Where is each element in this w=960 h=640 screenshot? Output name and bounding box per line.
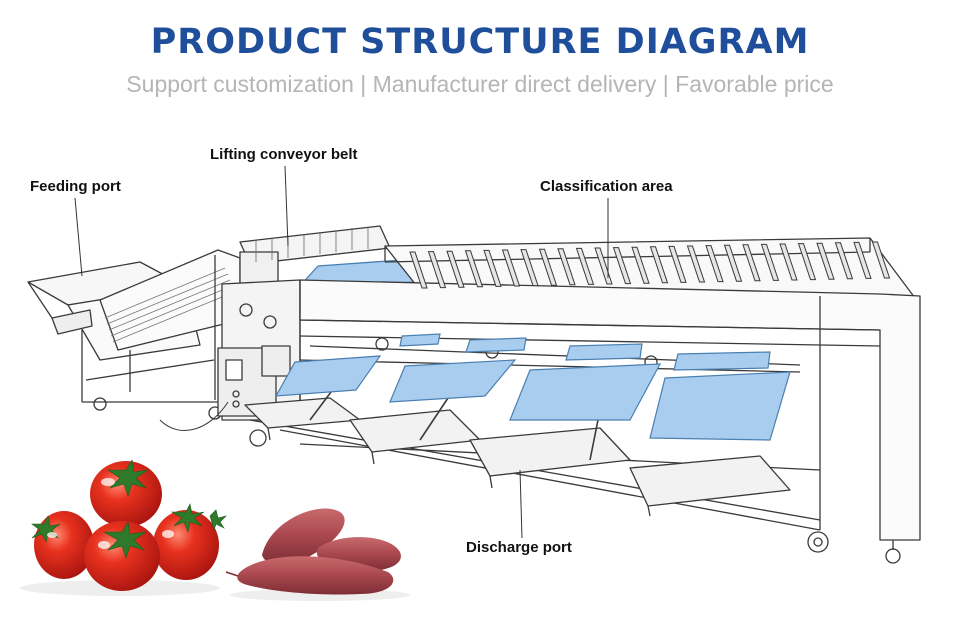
roller — [686, 245, 706, 283]
sweet-potato — [237, 556, 394, 595]
roller — [649, 246, 669, 284]
roller — [779, 243, 798, 281]
roller — [797, 243, 817, 281]
sorting-belt — [509, 363, 662, 421]
roller — [575, 247, 595, 285]
tomatoes-image — [20, 459, 227, 596]
page-subtitle: Support customization | Manufacturer dir… — [126, 71, 834, 97]
roller — [538, 248, 558, 286]
tomato — [34, 511, 94, 579]
roller — [723, 244, 743, 282]
feeding-port-label: Feeding port — [30, 178, 121, 195]
sorting-belts — [274, 333, 791, 441]
roller — [760, 243, 780, 281]
lifting-conveyor-belt-label: Lifting conveyor belt — [210, 146, 358, 163]
roller — [853, 241, 872, 279]
tomato — [84, 521, 160, 591]
tomato — [153, 510, 219, 580]
roller — [446, 250, 465, 288]
front-panel — [299, 279, 921, 541]
feeding-port-leader — [74, 197, 83, 277]
incline-conveyor — [81, 249, 241, 420]
roller — [834, 242, 854, 280]
roller — [742, 244, 761, 282]
roller — [816, 242, 835, 280]
tomato-highlights — [47, 478, 174, 549]
sorting-belt — [465, 337, 527, 353]
classification-area-label: Classification area — [540, 178, 673, 195]
roller — [501, 249, 521, 287]
tomato — [90, 461, 162, 527]
roller — [409, 251, 428, 289]
potato-root — [225, 571, 239, 577]
roller — [520, 249, 539, 287]
roller-bed — [409, 241, 891, 289]
sorting-belt — [399, 333, 441, 347]
roller — [705, 245, 724, 283]
page-title: PRODUCT STRUCTURE DIAGRAM — [150, 22, 810, 62]
sorting-belt — [673, 351, 771, 371]
roller — [464, 250, 484, 288]
roller — [427, 251, 447, 289]
sorting-belt — [389, 359, 517, 403]
sorting-belt — [274, 355, 382, 397]
roller — [871, 241, 891, 279]
sorting-belt — [565, 343, 643, 361]
discharge-chutes — [244, 379, 791, 517]
sorting-belt — [649, 371, 791, 441]
roller — [631, 246, 650, 284]
roller — [612, 247, 632, 285]
sweet-potatoes-image — [225, 508, 410, 601]
roller — [668, 245, 687, 283]
callout-lines — [74, 165, 609, 539]
roller — [483, 249, 502, 287]
discharge-port-leader — [519, 469, 523, 539]
discharge-port-label: Discharge port — [466, 539, 572, 556]
roller — [557, 248, 576, 286]
lifting-belt-leader — [284, 165, 289, 247]
sweet-potato — [262, 508, 345, 565]
